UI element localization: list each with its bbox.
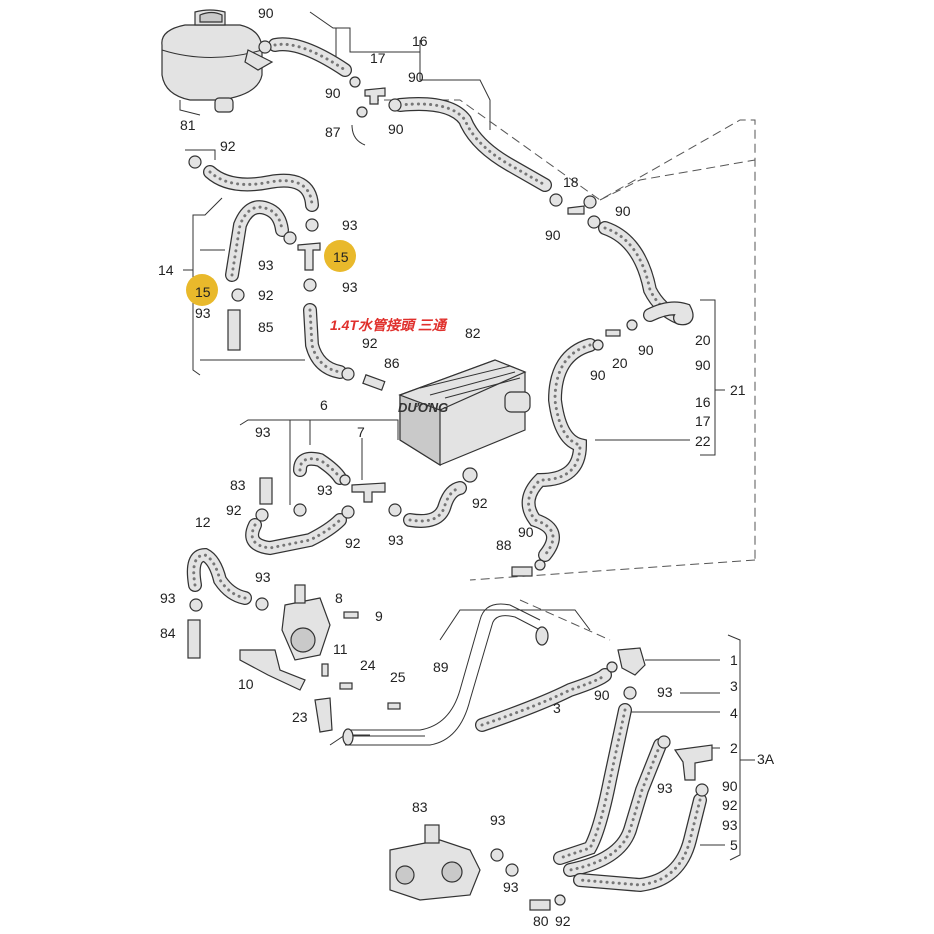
callout-label: 2: [730, 740, 738, 756]
callout-label: 20: [612, 355, 628, 371]
thermostat-housing: [389, 824, 481, 901]
callout-label: 93: [490, 812, 506, 828]
callout-label: 24: [360, 657, 376, 673]
callout-numbers: 90 16 90 17 90 90 87 81 92 93 14 93 93 9…: [158, 5, 775, 929]
callout-label: 3A: [757, 751, 775, 767]
watermark: DƯƠNG: [398, 400, 448, 415]
callout-label: 6: [320, 397, 328, 413]
heater-core: [398, 359, 531, 467]
callout-label: 90: [594, 687, 610, 703]
callout-label: 90: [388, 121, 404, 137]
callout-label: 92: [345, 535, 361, 551]
part-15-label: 15: [333, 249, 349, 265]
callout-label: 10: [238, 676, 254, 692]
callout-label: 84: [160, 625, 176, 641]
part-15-label: 15: [195, 284, 211, 300]
callout-label: 16: [695, 394, 711, 410]
callout-label: 93: [657, 684, 673, 700]
callout-label: 89: [433, 659, 449, 675]
callout-label: 90: [695, 357, 711, 373]
highlight-marker: [324, 240, 356, 272]
callout-label: 90: [325, 85, 341, 101]
callout-label: 93: [195, 305, 211, 321]
callout-label: 90: [518, 524, 534, 540]
callout-label: 87: [325, 124, 341, 140]
callout-label: 93: [255, 569, 271, 585]
callout-label: 90: [408, 69, 424, 85]
callout-label: 92: [362, 335, 378, 351]
callout-label: 88: [496, 537, 512, 553]
callout-label: 80: [533, 913, 549, 929]
callout-label: 90: [590, 367, 606, 383]
callout-label: 12: [195, 514, 211, 530]
callout-label: 14: [158, 262, 174, 278]
small-parts: [187, 40, 713, 911]
callout-label: 83: [412, 799, 428, 815]
callout-label: 90: [615, 203, 631, 219]
hoses: [186, 37, 707, 893]
water-pump: [239, 584, 331, 691]
callout-label: 93: [342, 279, 358, 295]
callout-label: 92: [220, 138, 236, 154]
callout-label: 93: [388, 532, 404, 548]
callout-label: 82: [465, 325, 481, 341]
callout-label: 93: [258, 257, 274, 273]
callout-label: 21: [730, 382, 746, 398]
callout-label: 93: [255, 424, 271, 440]
callout-label: 92: [226, 502, 242, 518]
expansion-tank: [161, 9, 274, 116]
callout-label: 17: [695, 413, 711, 429]
callout-label: 85: [258, 319, 274, 335]
callout-label: 93: [657, 780, 673, 796]
highlight-marker: [186, 274, 218, 306]
callout-label: 3: [730, 678, 738, 694]
callout-label: 92: [258, 287, 274, 303]
callout-label: 11: [333, 641, 348, 657]
callout-label: 86: [384, 355, 400, 371]
callout-label: 16: [412, 33, 428, 49]
callout-label: 5: [730, 837, 738, 853]
callout-label: 20: [695, 332, 711, 348]
callout-label: 90: [258, 5, 274, 21]
callout-label: 90: [722, 778, 738, 794]
callout-label: 23: [292, 709, 308, 725]
callout-label: 90: [638, 342, 654, 358]
callout-label: 7: [357, 424, 365, 440]
callout-label: 93: [722, 817, 738, 833]
annotation-note: 1.4T水管接頭 三通: [330, 317, 448, 333]
callout-label: 93: [160, 590, 176, 606]
callout-label: 22: [695, 433, 711, 449]
callout-label: 92: [472, 495, 488, 511]
callout-label: 18: [563, 174, 579, 190]
callout-label: 81: [180, 117, 196, 133]
callout-label: 3: [553, 700, 561, 716]
callout-label: 93: [317, 482, 333, 498]
callout-label: 25: [390, 669, 406, 685]
callout-label: 1: [730, 652, 738, 668]
callout-label: 90: [545, 227, 561, 243]
leader-lines: [183, 11, 756, 861]
callout-label: 9: [375, 608, 383, 624]
callout-label: 93: [342, 217, 358, 233]
callout-label: 83: [230, 477, 246, 493]
callout-label: 8: [335, 590, 343, 606]
callout-label: 92: [722, 797, 738, 813]
callout-label: 93: [503, 879, 519, 895]
callout-label: 92: [555, 913, 571, 929]
callout-label: 4: [730, 705, 738, 721]
callout-label: 17: [370, 50, 386, 66]
metal-pipe: [342, 603, 549, 746]
